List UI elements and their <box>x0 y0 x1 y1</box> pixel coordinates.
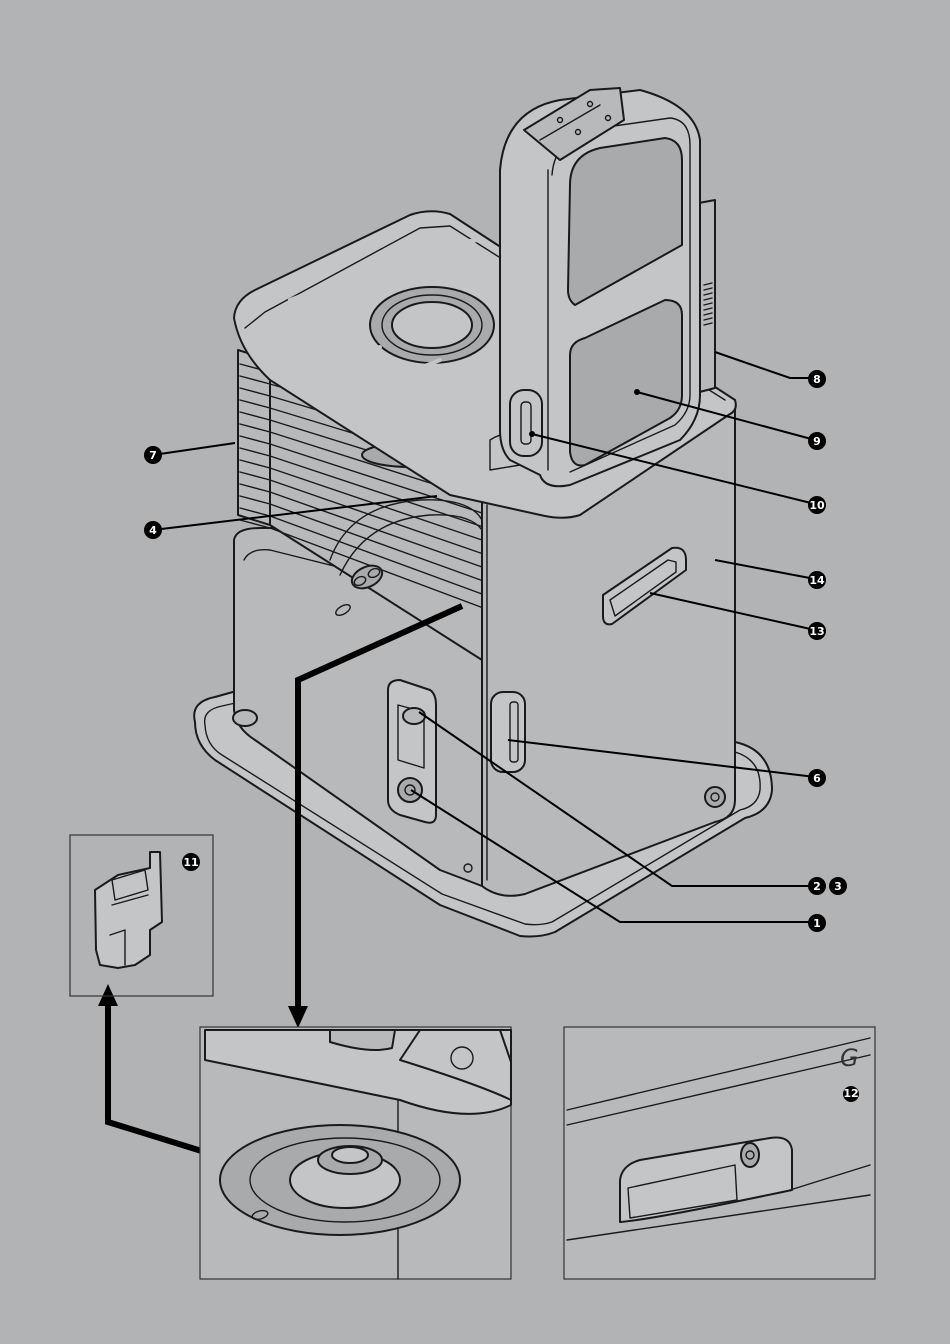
svg-text:4: 4 <box>149 524 157 537</box>
callout-10: 10 <box>808 496 826 514</box>
callout-7: 7 <box>144 446 162 464</box>
svg-text:9: 9 <box>813 435 821 448</box>
svg-text:8: 8 <box>813 373 821 386</box>
callout-12: 12 <box>843 1086 859 1102</box>
callout-13: 13 <box>808 622 826 640</box>
callout-2: 2 <box>808 877 826 895</box>
removable-tank <box>500 88 715 486</box>
svg-text:2: 2 <box>813 880 821 893</box>
svg-text:12: 12 <box>843 1087 858 1100</box>
svg-text:10: 10 <box>809 499 825 512</box>
callout-6: 6 <box>808 769 826 787</box>
callout-11: 11 <box>182 853 200 871</box>
svg-text:1: 1 <box>813 917 821 930</box>
callout-9: 9 <box>808 432 826 450</box>
svg-text:11: 11 <box>183 856 198 869</box>
callout-8: 8 <box>808 370 826 388</box>
detail-burner-box <box>200 1027 511 1279</box>
svg-text:13: 13 <box>809 625 824 638</box>
detail-g-box: G <box>564 1027 875 1279</box>
svg-text:3: 3 <box>834 880 842 893</box>
callout-1: 1 <box>808 914 826 932</box>
callout-4: 4 <box>144 521 162 539</box>
callout-3: 3 <box>829 877 847 895</box>
svg-text:6: 6 <box>813 772 821 785</box>
svg-text:7: 7 <box>149 449 157 462</box>
detail-g-letter: G <box>840 1044 859 1072</box>
svg-text:14: 14 <box>809 574 825 587</box>
callout-14: 14 <box>808 571 826 589</box>
